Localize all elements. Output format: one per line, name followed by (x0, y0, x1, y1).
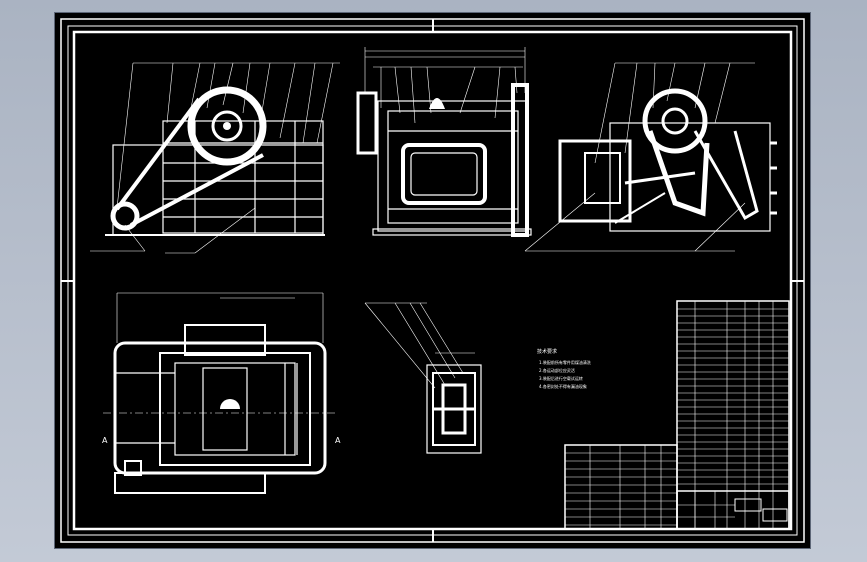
detail-view (364, 302, 482, 454)
front-view (90, 62, 340, 254)
tech-req-line-3: 3.装配后进行空载试运转 (539, 375, 583, 381)
section-view (524, 62, 777, 252)
tech-req-line-2: 2.各运动部位应灵活 (539, 367, 575, 373)
drawing-sheet: A A 技术要求 1.装配前所有零件用煤油清洗 2.各运动部位应灵活 3.装配后… (55, 13, 810, 548)
section-marker-left: A (102, 436, 108, 445)
side-view (356, 47, 532, 237)
title-block (564, 444, 790, 530)
tech-req-line-1: 1.装配前所有零件用煤油清洗 (539, 359, 591, 365)
parts-list (676, 300, 790, 530)
technical-requirements: 技术要求 1.装配前所有零件用煤油清洗 2.各运动部位应灵活 3.装配后进行空载… (537, 348, 591, 389)
tech-req-title: 技术要求 (537, 348, 557, 355)
section-marker-right: A (335, 436, 341, 445)
cad-drawing: A A 技术要求 1.装配前所有零件用煤油清洗 2.各运动部位应灵活 3.装配后… (60, 18, 805, 543)
top-view (103, 292, 337, 494)
sheet-border (60, 18, 805, 543)
tech-req-line-4: 4.各密封处不得有漏油现象 (539, 383, 587, 389)
